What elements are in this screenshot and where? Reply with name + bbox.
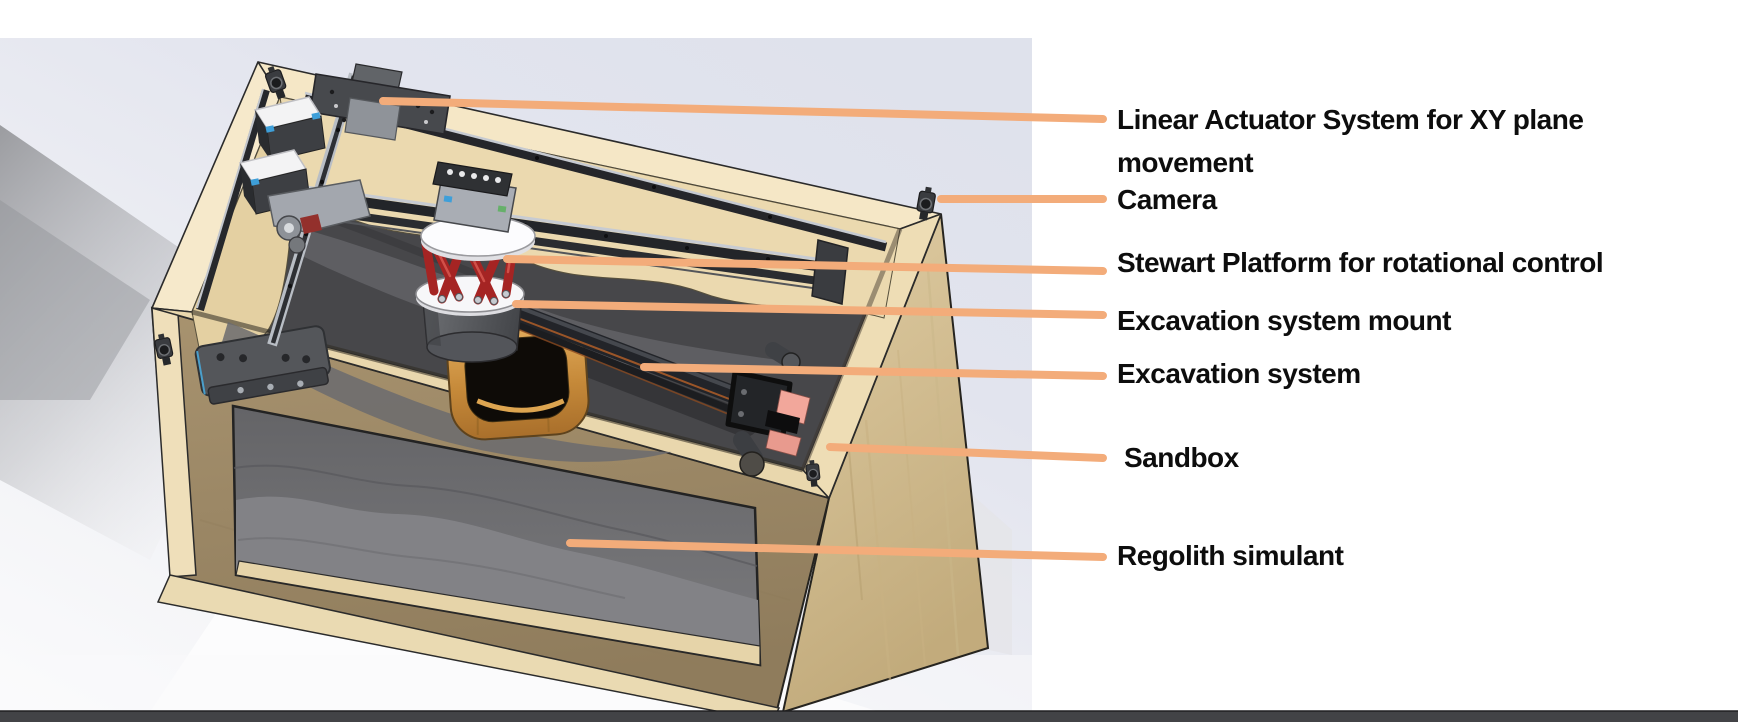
stepper-motor (253, 96, 326, 162)
camera-lens (270, 76, 283, 90)
label-linear-actuator: Linear Actuator System for XY plane move… (1117, 104, 1584, 178)
stewart-carriage (432, 161, 517, 233)
label-excavation-mount: Excavation system mount (1117, 305, 1451, 336)
camera-left (154, 333, 174, 366)
label-camera: Camera (1117, 184, 1217, 215)
camera-lens (919, 197, 933, 211)
gantry-bridge (297, 184, 849, 305)
window-sill (235, 560, 761, 666)
leader-lines (379, 97, 1107, 561)
left-rail-motor-assembly (196, 88, 371, 312)
leader-line-linear-actuator (379, 97, 1107, 123)
leader-line-excavation-system (640, 363, 1107, 380)
carriage-pcb (432, 161, 513, 197)
camera-lens (158, 343, 171, 356)
leader-line-regolith (566, 539, 1107, 561)
leader-line-stewart-platform (503, 255, 1107, 275)
corner-bracket (194, 325, 331, 405)
bridge-end-bracket (811, 239, 849, 305)
camera-interior (805, 460, 821, 487)
label-excavation-system: Excavation system (1117, 358, 1361, 389)
bottom-bar (0, 711, 1738, 722)
label-stewart-platform: Stewart Platform for rotational control (1117, 247, 1604, 278)
sandbox-bottom-strip (156, 574, 781, 722)
linear-actuator-carriage (309, 63, 451, 141)
label-regolith: Regolith simulant (1117, 540, 1344, 571)
window-regolith-dune (236, 496, 760, 665)
excavation-end-effector (725, 342, 811, 477)
camera-top-left (264, 65, 287, 100)
effector-pad (765, 429, 802, 457)
sandbox-box (150, 61, 990, 722)
leader-line-sandbox (826, 443, 1107, 462)
regolith-dune (222, 322, 672, 462)
label-sandbox: Sandbox (1124, 442, 1239, 473)
excavation-system-tube (496, 299, 757, 419)
camera-lens (808, 468, 819, 479)
camera-right (916, 186, 936, 221)
sandbox-window (231, 404, 762, 667)
stewart-platform (415, 215, 536, 316)
leader-line-excavation-mount (512, 300, 1107, 319)
